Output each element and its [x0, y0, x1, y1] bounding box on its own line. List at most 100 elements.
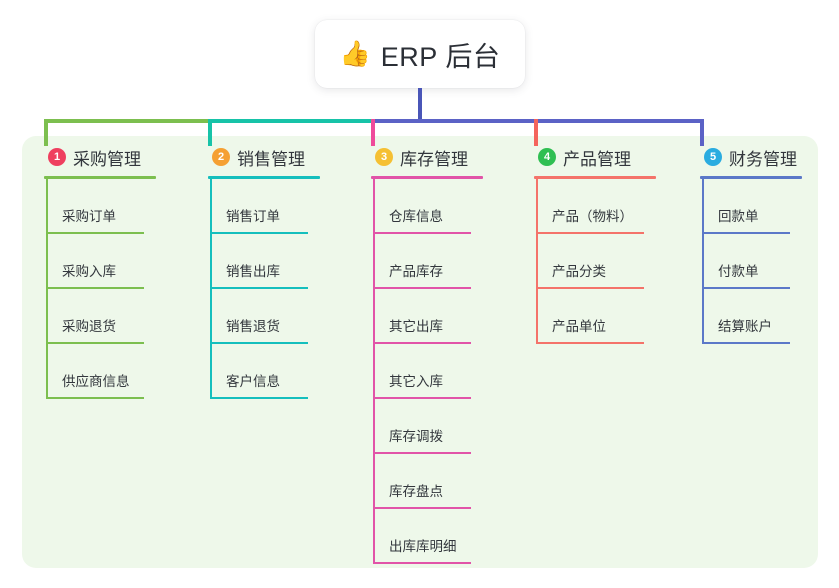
branch-items-2: 销售订单销售出库销售退货客户信息	[198, 179, 348, 399]
connector-drop-2	[208, 119, 212, 146]
branch-header-rule-1	[44, 176, 156, 179]
branch-title-1: 采购管理	[73, 149, 141, 169]
branch-items-3: 仓库信息产品库存其它出库其它入库库存调拨库存盘点出库库明细	[361, 179, 511, 564]
leaf-node-label: 产品库存	[389, 264, 443, 279]
leaf-node-rule	[373, 342, 471, 344]
branch-items-5: 回款单付款单结算账户	[690, 179, 830, 344]
leaf-node-label: 结算账户	[718, 319, 772, 334]
leaf-node[interactable]: 采购退货	[34, 289, 184, 344]
leaf-node-rule	[702, 232, 790, 234]
leaf-node[interactable]: 其它出库	[361, 289, 511, 344]
leaf-node[interactable]: 销售出库	[198, 234, 348, 289]
leaf-node-label: 销售退货	[226, 319, 280, 334]
leaf-node-label: 采购订单	[62, 209, 116, 224]
leaf-node[interactable]: 结算账户	[690, 289, 830, 344]
leaf-node[interactable]: 产品库存	[361, 234, 511, 289]
leaf-node-label: 库存调拨	[389, 429, 443, 444]
branch-header-rule-5	[700, 176, 802, 179]
root-node-label: ERP 后台	[380, 41, 501, 72]
branch-spine-3	[373, 179, 375, 564]
branch-badge-1: 1	[48, 148, 66, 166]
branch-header-2[interactable]: 2 销售管理	[198, 144, 348, 170]
branch-header-rule-2	[208, 176, 320, 179]
leaf-node[interactable]: 仓库信息	[361, 179, 511, 234]
branch-header-4[interactable]: 4 产品管理	[524, 144, 684, 170]
leaf-node-rule	[46, 397, 144, 399]
branch-spine-1	[46, 179, 48, 399]
branch-column-3: 3 库存管理仓库信息产品库存其它出库其它入库库存调拨库存盘点出库库明细	[361, 144, 511, 564]
leaf-node[interactable]: 销售退货	[198, 289, 348, 344]
leaf-node-rule	[536, 342, 644, 344]
leaf-node-label: 采购入库	[62, 264, 116, 279]
leaf-node[interactable]: 采购订单	[34, 179, 184, 234]
leaf-node-rule	[373, 452, 471, 454]
leaf-node-rule	[702, 342, 790, 344]
leaf-node-rule	[536, 232, 644, 234]
leaf-node-label: 客户信息	[226, 374, 280, 389]
root-node[interactable]: 👍 ERP 后台	[315, 20, 525, 88]
connector-bar-teal	[208, 119, 373, 123]
branch-items-1: 采购订单采购入库采购退货供应商信息	[34, 179, 184, 399]
leaf-node-label: 回款单	[718, 209, 759, 224]
branch-header-1[interactable]: 1 采购管理	[34, 144, 184, 170]
leaf-node-rule	[46, 232, 144, 234]
leaf-node-label: 供应商信息	[62, 374, 130, 389]
thumbs-up-icon: 👍	[339, 39, 371, 68]
branch-items-4: 产品（物料） 产品分类产品单位	[524, 179, 684, 344]
leaf-node-label: 采购退货	[62, 319, 116, 334]
branch-spine-5	[702, 179, 704, 344]
branch-header-rule-3	[371, 176, 483, 179]
leaf-node-label: 产品分类	[552, 264, 606, 279]
leaf-node[interactable]: 产品分类	[524, 234, 684, 289]
branch-title-2: 销售管理	[237, 149, 305, 169]
leaf-node[interactable]: 出库库明细	[361, 509, 511, 564]
leaf-node-label: 仓库信息	[389, 209, 443, 224]
leaf-node-rule	[373, 562, 471, 564]
branch-badge-3: 3	[375, 148, 393, 166]
leaf-node[interactable]: 客户信息	[198, 344, 348, 399]
connector-drop-5	[700, 119, 704, 146]
leaf-node-rule	[210, 287, 308, 289]
leaf-node[interactable]: 付款单	[690, 234, 830, 289]
leaf-node[interactable]: 库存调拨	[361, 399, 511, 454]
branch-title-4: 产品管理	[563, 149, 631, 169]
branch-header-3[interactable]: 3 库存管理	[361, 144, 511, 170]
leaf-node-label: 出库库明细	[389, 539, 457, 554]
connector-root-stem	[418, 88, 422, 123]
leaf-node[interactable]: 回款单	[690, 179, 830, 234]
connector-bar-green	[44, 119, 210, 123]
leaf-node[interactable]: 其它入库	[361, 344, 511, 399]
leaf-node-rule	[373, 397, 471, 399]
branch-column-4: 4 产品管理产品（物料） 产品分类产品单位	[524, 144, 684, 344]
branch-badge-2: 2	[212, 148, 230, 166]
leaf-node-label: 销售出库	[226, 264, 280, 279]
branch-title-3: 库存管理	[400, 149, 468, 169]
leaf-node-rule	[46, 287, 144, 289]
leaf-node[interactable]: 供应商信息	[34, 344, 184, 399]
leaf-node[interactable]: 采购入库	[34, 234, 184, 289]
leaf-node-rule	[210, 232, 308, 234]
leaf-node-label: 其它入库	[389, 374, 443, 389]
branch-badge-4: 4	[538, 148, 556, 166]
connector-drop-3	[371, 119, 375, 146]
branch-column-1: 1 采购管理采购订单采购入库采购退货供应商信息	[34, 144, 184, 399]
leaf-node[interactable]: 产品单位	[524, 289, 684, 344]
leaf-node-rule	[536, 287, 644, 289]
branch-spine-4	[536, 179, 538, 344]
connector-drop-4	[534, 119, 538, 146]
branch-spine-2	[210, 179, 212, 399]
leaf-node-label: 付款单	[718, 264, 759, 279]
branch-column-2: 2 销售管理销售订单销售出库销售退货客户信息	[198, 144, 348, 399]
leaf-node-rule	[373, 287, 471, 289]
leaf-node[interactable]: 产品（物料）	[524, 179, 684, 234]
branch-badge-5: 5	[704, 148, 722, 166]
leaf-node[interactable]: 库存盘点	[361, 454, 511, 509]
leaf-node-label: 产品（物料）	[552, 209, 633, 224]
leaf-node-rule	[373, 507, 471, 509]
leaf-node-rule	[373, 232, 471, 234]
leaf-node-label: 产品单位	[552, 319, 606, 334]
leaf-node[interactable]: 销售订单	[198, 179, 348, 234]
